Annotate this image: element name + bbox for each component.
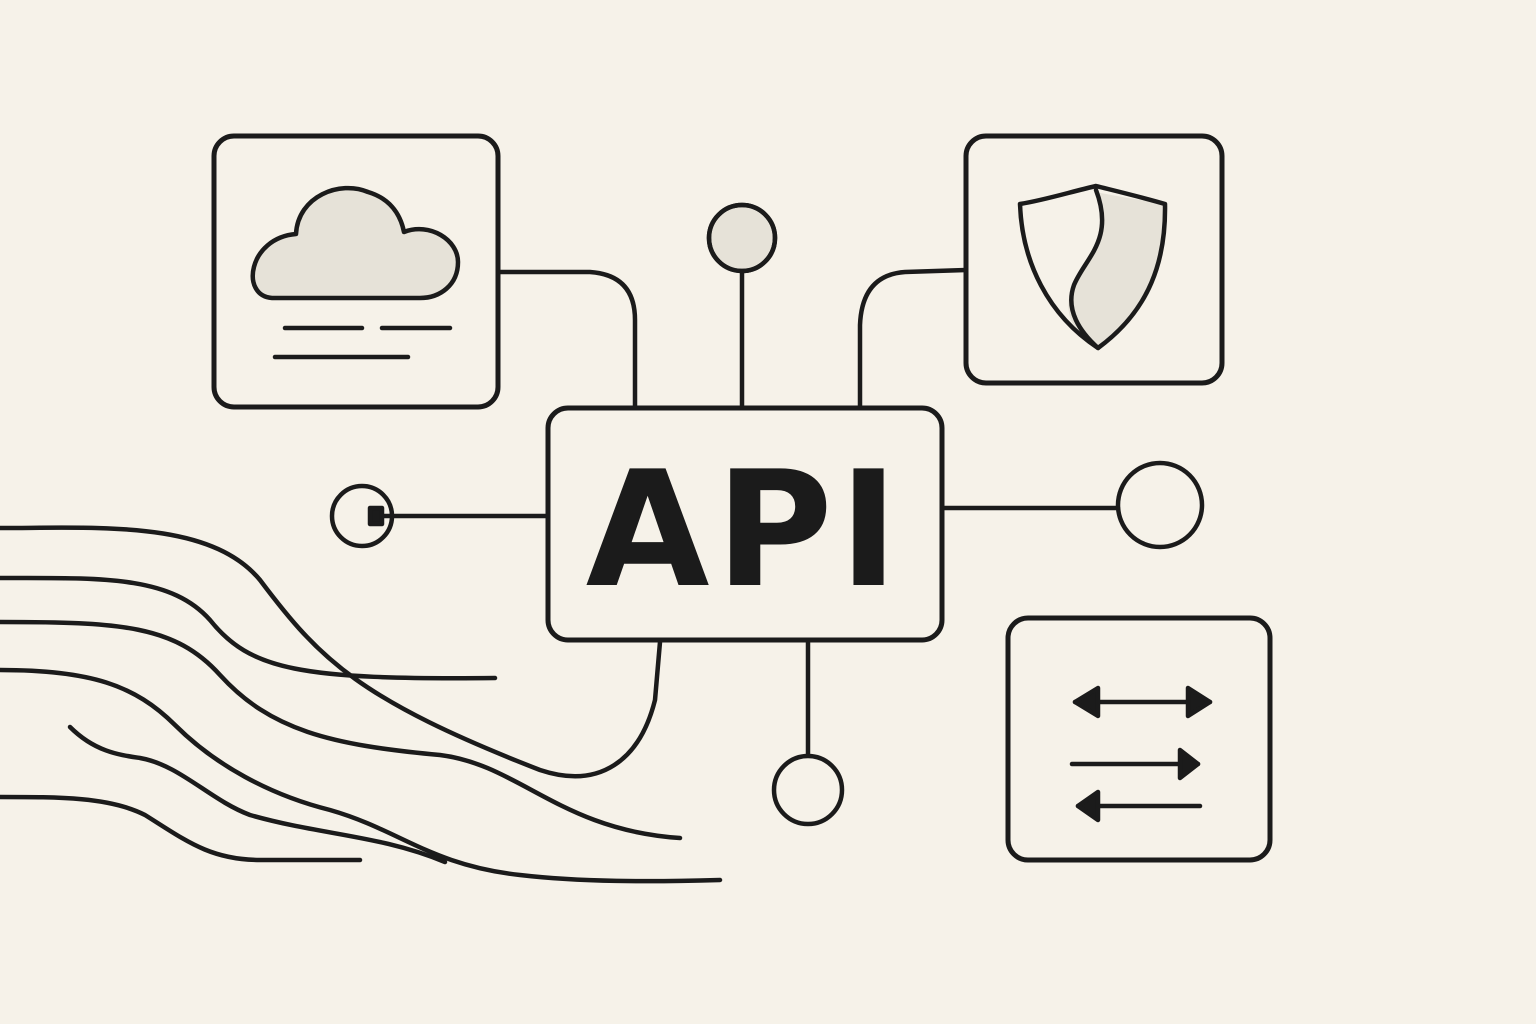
api-hub[interactable]: API [545,405,945,643]
endpoint-bottom[interactable] [771,753,845,827]
endpoint-top-outline [706,202,778,274]
security-box[interactable] [963,133,1225,386]
flow-line [0,525,663,779]
flow-line [0,619,683,841]
security-box-frame [963,133,1225,386]
connector-shield [857,267,969,411]
cloud-icon [250,185,461,301]
bidirectional-arrows-icon [1069,685,1213,823]
flow-line [67,724,448,865]
cloud-text-lines-icon [272,325,453,360]
data-exchange-box[interactable] [1005,615,1273,863]
flow-line [0,794,363,863]
data-exchange-box-frame [1005,615,1273,863]
endpoint-left[interactable] [329,483,395,549]
cloud-box-frame [211,133,501,410]
endpoint-right[interactable] [1115,460,1205,550]
cloud-service-box[interactable] [211,133,501,410]
api-hub-frame [545,405,945,643]
data-flow-lines [0,525,723,884]
shield-icon [1017,183,1168,351]
connectors [369,267,1121,758]
api-hub-label: API [586,436,905,623]
flow-line [0,575,498,681]
flow-line [0,667,723,884]
connector-cloud [495,269,638,411]
